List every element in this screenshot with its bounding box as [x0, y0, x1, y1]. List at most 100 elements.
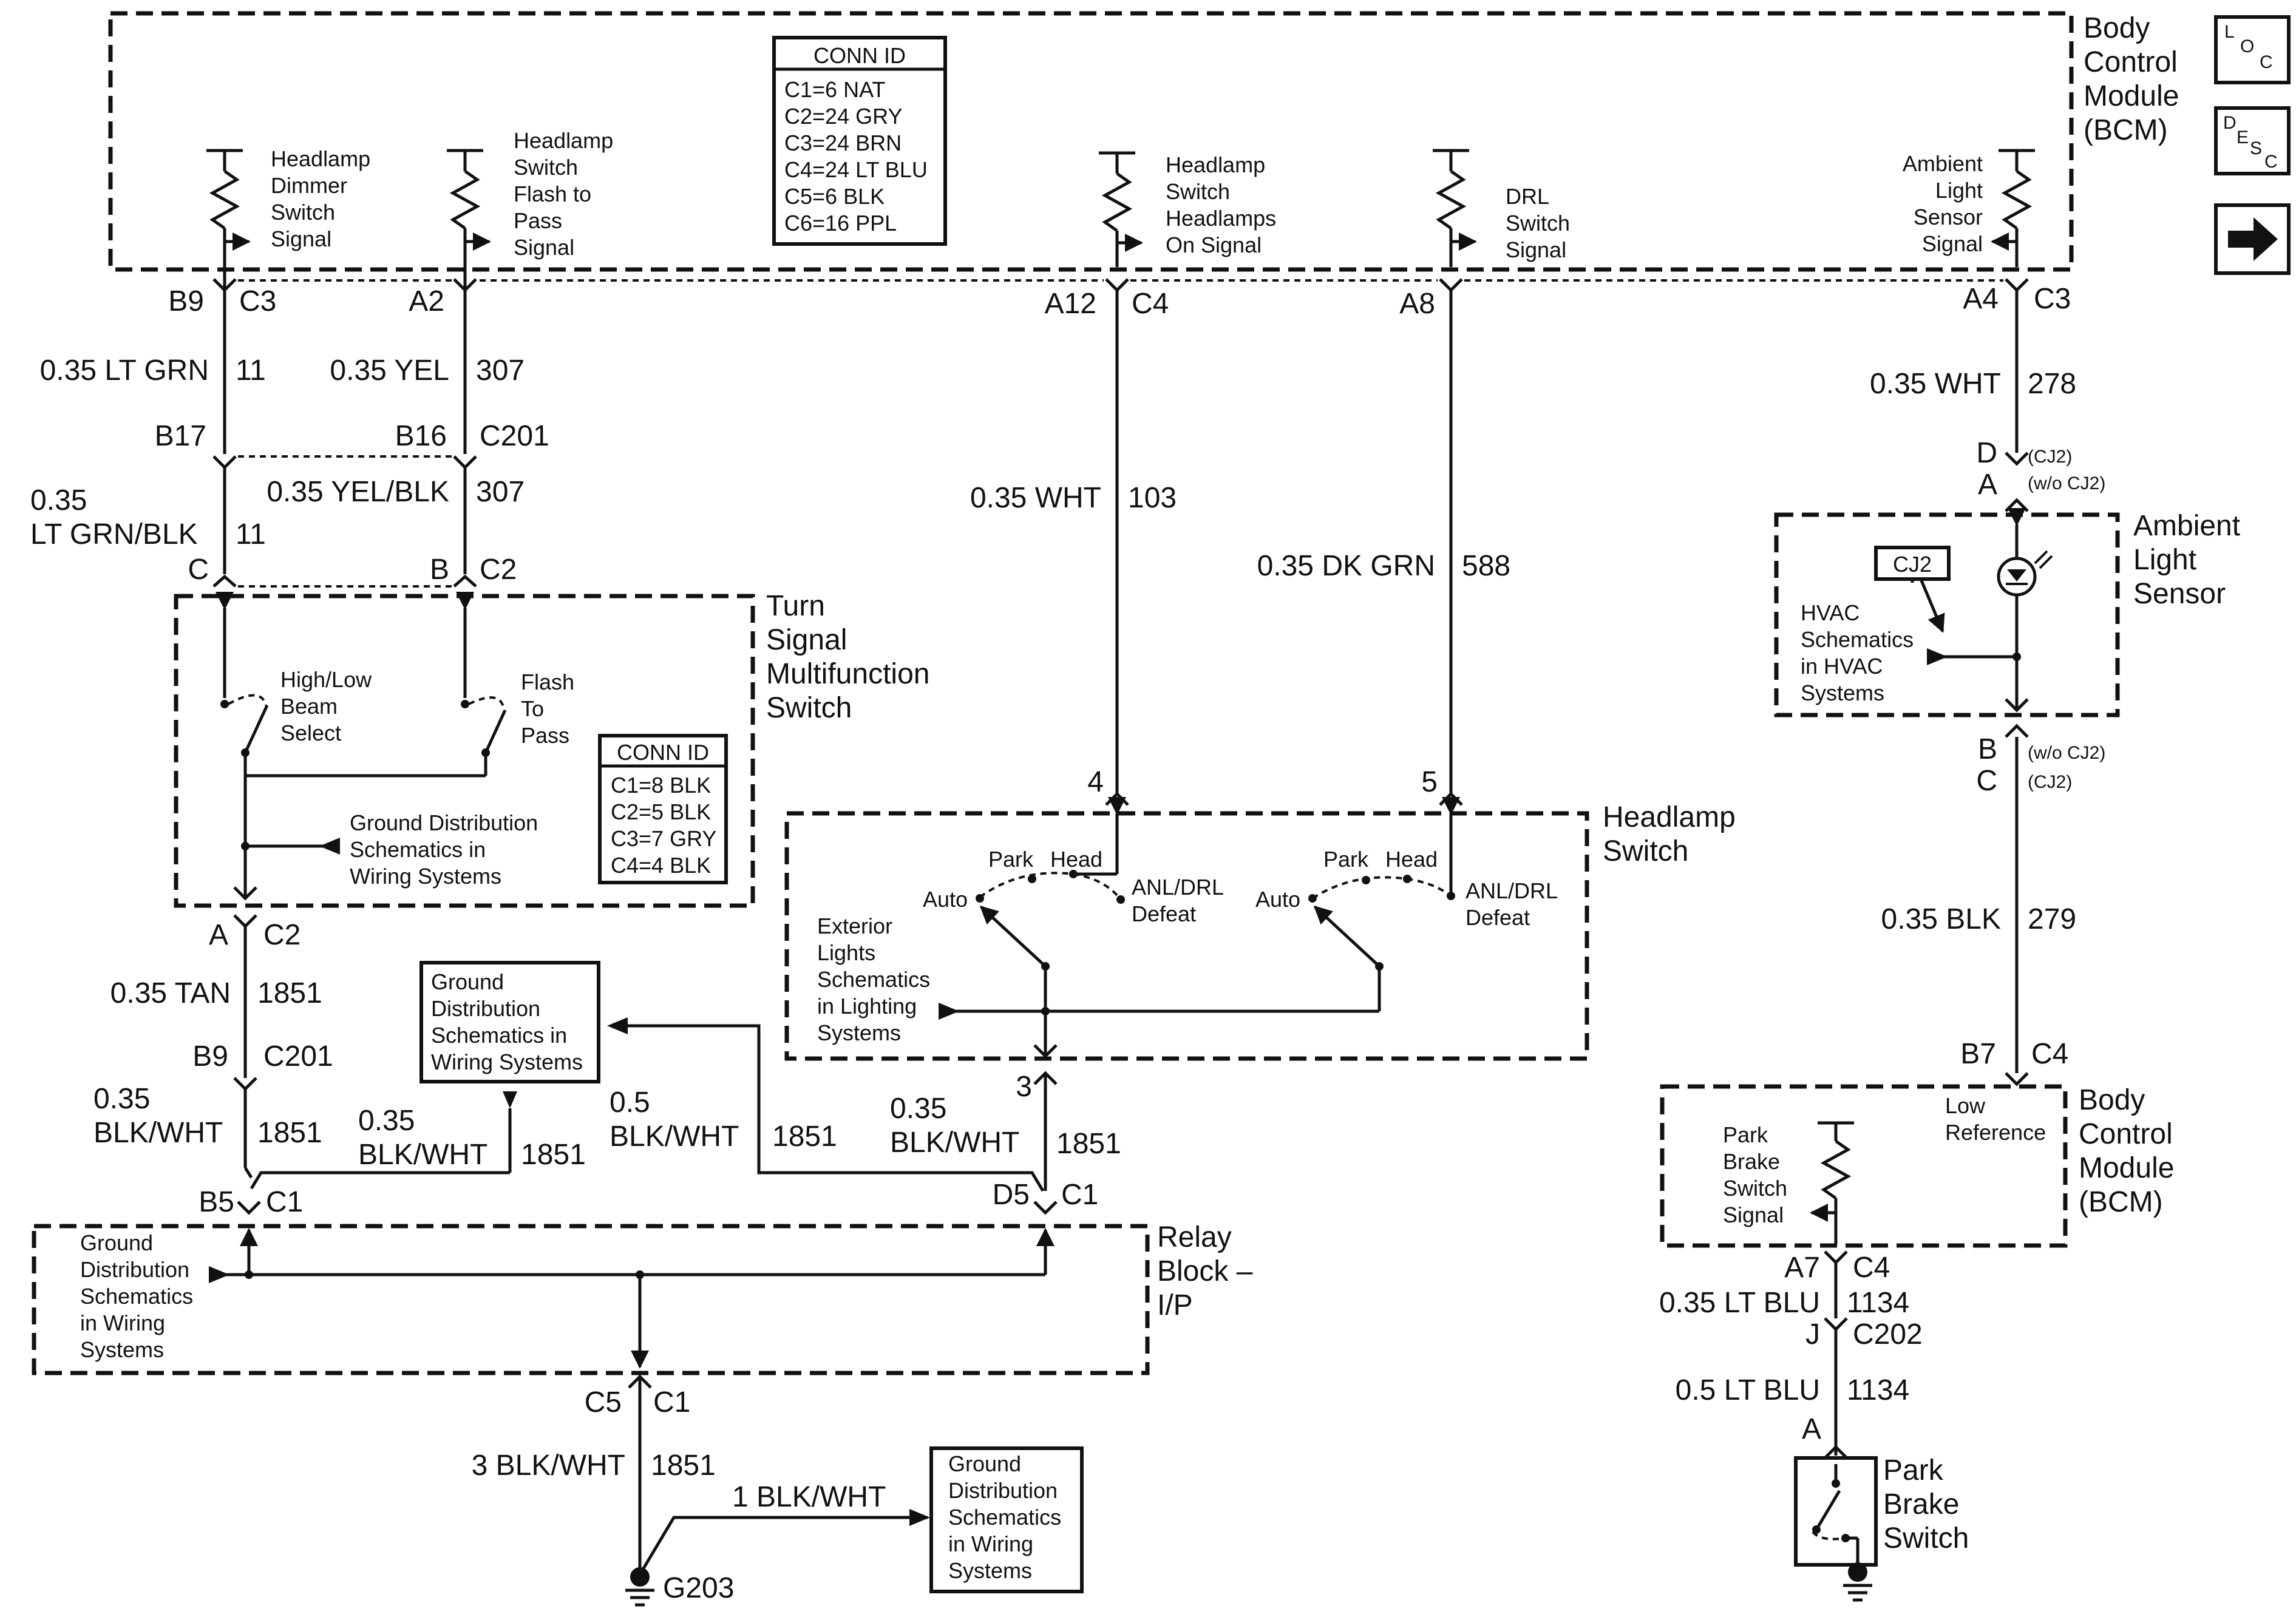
signal-dimmer-label: Headlamp Dimmer Switch Signal [271, 146, 370, 251]
svg-text:C3: C3 [2034, 283, 2071, 315]
svg-text:C5: C5 [585, 1386, 622, 1419]
svg-text:0.35 DK GRN: 0.35 DK GRN [1257, 550, 1435, 582]
signal-drl-label: DRL Switch Signal [1506, 184, 1570, 262]
svg-text:11: 11 [236, 518, 266, 551]
ground-distribution-box-2: Ground Distribution Schematics in Wiring… [929, 1446, 1084, 1593]
svg-text:0.35 BLK: 0.35 BLK [1881, 903, 2001, 935]
svg-text:A4: A4 [1963, 283, 1999, 315]
svg-text:Switch: Switch [1166, 179, 1230, 204]
svg-text:BLK/WHT: BLK/WHT [610, 1120, 739, 1153]
svg-text:CJ2: CJ2 [1893, 552, 1932, 577]
resistor-drl [1433, 149, 1477, 267]
arrow-right-icon[interactable] [2214, 203, 2291, 275]
svg-text:C: C [2260, 52, 2273, 72]
svg-text:Light: Light [1935, 178, 1983, 203]
conn-id-row: C3=24 BRN [784, 131, 902, 155]
svg-text:C1: C1 [653, 1386, 690, 1419]
svg-text:Switch: Switch [766, 692, 852, 724]
svg-text:O: O [2240, 36, 2254, 56]
svg-text:CONN ID: CONN ID [617, 740, 709, 765]
svg-text:0.35 LT BLU: 0.35 LT BLU [1659, 1287, 1820, 1319]
svg-text:103: 103 [1128, 482, 1177, 514]
svg-text:Headlamps: Headlamps [1166, 206, 1276, 231]
svg-text:High/Low: High/Low [280, 667, 372, 692]
svg-text:11: 11 [236, 354, 266, 387]
svg-text:(w/o CJ2): (w/o CJ2) [2028, 473, 2105, 493]
svg-text:Select: Select [280, 720, 341, 745]
svg-text:C201: C201 [263, 1040, 333, 1073]
svg-text:Headlamp: Headlamp [271, 146, 370, 171]
svg-text:Signal: Signal [1506, 237, 1566, 262]
resistor-ambient [1991, 149, 2035, 267]
bcm-conn-id-table: CONN ID C1=6 NAT C2=24 GRY C3=24 BRN C4=… [772, 36, 947, 246]
svg-text:Flash: Flash [521, 670, 574, 694]
bcm-title-line2: Control [2084, 46, 2178, 78]
svg-text:Flash to: Flash to [514, 181, 591, 206]
svg-text:Headlamp: Headlamp [1166, 152, 1265, 177]
resistor-on [1099, 151, 1143, 267]
svg-text:G203: G203 [663, 1572, 734, 1604]
svg-text:B5: B5 [199, 1186, 234, 1218]
svg-text:Sensor: Sensor [2133, 578, 2226, 610]
ambient-light-sensor: 0.35 WHT 278 D A (CJ2) (w/o CJ2) Ambient… [1774, 290, 2240, 1073]
svg-text:C2: C2 [480, 554, 517, 586]
bcm-title-line1: Body [2084, 12, 2150, 44]
bcm-title-line4: (BCM) [2084, 114, 2168, 146]
svg-text:Systems: Systems [80, 1337, 164, 1362]
svg-text:J: J [1805, 1318, 1820, 1351]
svg-text:Head: Head [1050, 847, 1102, 872]
svg-text:0.35 YEL: 0.35 YEL [330, 354, 449, 387]
svg-text:C4: C4 [1132, 288, 1169, 320]
svg-text:To: To [521, 696, 544, 721]
svg-text:B16: B16 [395, 420, 447, 452]
svg-text:B: B [1978, 733, 1997, 765]
svg-text:Signal: Signal [766, 624, 847, 656]
svg-text:L: L [2224, 22, 2235, 42]
svg-text:588: 588 [1462, 550, 1510, 582]
svg-text:A: A [1802, 1413, 1821, 1445]
svg-text:C1: C1 [1061, 1179, 1098, 1211]
svg-text:Headlamp: Headlamp [514, 128, 613, 153]
svg-text:Headlamp: Headlamp [1603, 801, 1736, 833]
bcm-title-line3: Module [2084, 80, 2179, 112]
svg-text:307: 307 [476, 354, 525, 387]
svg-text:Ambient: Ambient [2133, 510, 2240, 542]
svg-text:Control: Control [2079, 1118, 2173, 1150]
svg-text:(w/o CJ2): (w/o CJ2) [2028, 743, 2105, 763]
svg-text:(CJ2): (CJ2) [2028, 772, 2072, 792]
svg-text:C3=7 GRY: C3=7 GRY [611, 826, 716, 851]
svg-text:S: S [2250, 138, 2262, 158]
svg-text:1851: 1851 [651, 1449, 716, 1482]
svg-text:1134: 1134 [1847, 1374, 1909, 1406]
svg-text:ANL/DRL: ANL/DRL [1132, 875, 1224, 900]
headlamp-switch-box [784, 811, 1589, 1061]
svg-text:C2: C2 [263, 919, 301, 951]
conn-id-header: CONN ID [813, 43, 906, 68]
svg-text:Schematics: Schematics [80, 1284, 193, 1309]
svg-text:Systems: Systems [817, 1020, 901, 1045]
svg-text:Ground: Ground [948, 1451, 1021, 1476]
wire-11-307: 0.35 LT GRN 11 0.35 YEL 307 B17 B16 C201… [30, 267, 549, 588]
svg-text:C: C [2264, 152, 2278, 172]
signal-flash-label: Headlamp Switch Flash to Pass Signal [514, 128, 613, 260]
svg-text:C4=4 BLK: C4=4 BLK [611, 853, 711, 878]
svg-text:Reference: Reference [1945, 1120, 2046, 1145]
svg-text:Ambient: Ambient [1903, 151, 1983, 176]
svg-text:Low: Low [1945, 1093, 1986, 1118]
conn-id-row: C4=24 LT BLU [784, 157, 928, 182]
wire-103-588: 0.35 WHT 103 0.35 DK GRN 588 4 5 [970, 290, 1510, 806]
svg-text:Sensor: Sensor [1914, 205, 1983, 229]
svg-text:Signal: Signal [1922, 231, 1983, 256]
svg-text:0.35 LT GRN: 0.35 LT GRN [40, 354, 209, 387]
svg-text:279: 279 [2028, 903, 2076, 935]
svg-text:4: 4 [1087, 766, 1104, 798]
svg-text:0.35 TAN: 0.35 TAN [110, 977, 231, 1009]
svg-text:BLK/WHT: BLK/WHT [358, 1139, 487, 1171]
svg-text:Switch: Switch [1603, 835, 1688, 867]
svg-text:A12: A12 [1045, 288, 1096, 320]
resistor-flash [447, 149, 491, 267]
svg-text:Auto: Auto [1255, 887, 1300, 912]
bcm-bottom: B7 C4 Body Control Module (BCM) Low Refe… [1659, 1038, 2174, 1459]
loc-icon[interactable]: LOC [2214, 15, 2291, 84]
